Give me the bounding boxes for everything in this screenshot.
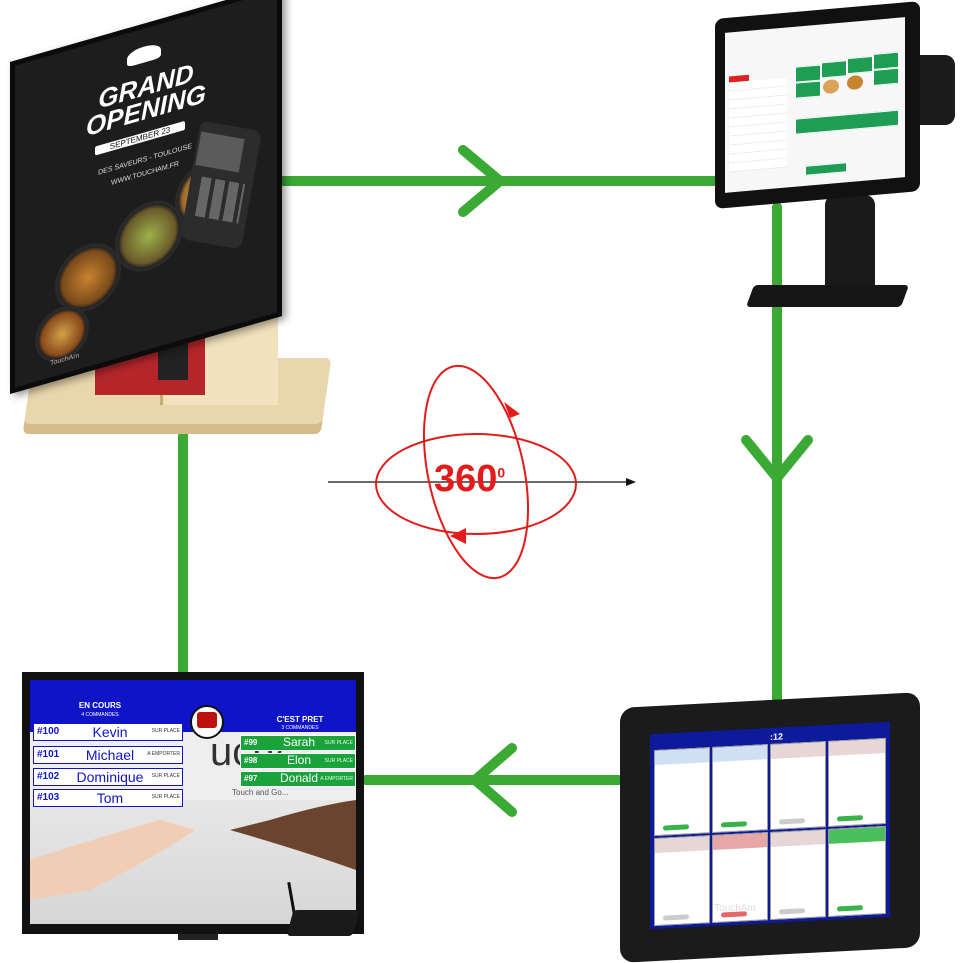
- pos-pay-button: [805, 162, 847, 176]
- order-service-type: A EMPORTER: [320, 776, 353, 782]
- rotation-axis-arrowhead: [626, 478, 636, 486]
- order-service-type: SUR PLACE: [151, 728, 180, 734]
- pos-menu-button: [821, 60, 847, 79]
- order-ready-row: #98 Elon SUR PLACE: [240, 753, 356, 769]
- kds-order-ticket: [712, 744, 768, 834]
- tv-tagline: Touch and Go...: [232, 788, 289, 797]
- order-service-type: SUR PLACE: [151, 794, 180, 800]
- order-number: #102: [37, 771, 60, 782]
- order-customer-name: Michael: [85, 747, 135, 763]
- kds-clock: :12: [770, 731, 784, 742]
- chef-hat-icon: [127, 41, 161, 68]
- order-customer-name: Elon: [286, 753, 312, 767]
- arrowhead-left: [470, 743, 517, 817]
- rotation-ring-horizontal: [375, 433, 577, 535]
- pos-screen: [725, 17, 905, 193]
- pos-menu-button: [795, 80, 821, 99]
- pos-product-image: [847, 74, 863, 91]
- order-number: #97: [244, 774, 258, 783]
- pos-menu-button: [847, 55, 873, 75]
- arrowhead-down: [741, 435, 813, 483]
- order-in-progress-row: #100 Kevin SUR PLACE: [33, 723, 183, 741]
- rotation-ring-vertical: [422, 364, 530, 580]
- rotation-label-degree: 0: [497, 464, 506, 481]
- order-customer-name: Sarah: [282, 735, 316, 749]
- tv-brand-logo-mark: [197, 712, 217, 728]
- order-service-type: SUR PLACE: [324, 740, 353, 746]
- rotation-label-value: 360: [434, 458, 498, 500]
- arrowhead-right: [458, 145, 505, 217]
- order-in-progress-row: #102 Dominique SUR PLACE: [33, 768, 183, 786]
- pos-stand-foot: [745, 285, 910, 307]
- order-number: #99: [244, 738, 258, 747]
- order-customer-name: Donald: [279, 771, 319, 785]
- pos-product-image: [823, 78, 839, 95]
- order-ready-row: #99 Sarah SUR PLACE: [240, 735, 356, 751]
- kds-order-ticket: [654, 747, 710, 837]
- pos-order-list: [729, 77, 787, 173]
- order-customer-name: Dominique: [76, 769, 144, 785]
- food-dish-image: [115, 192, 183, 280]
- tv-ready-count: 3 COMMANDES: [281, 725, 319, 731]
- tv-ready-title: C'EST PRET: [276, 715, 324, 724]
- payment-terminal-screen: [195, 131, 245, 173]
- kds-order-ticket: [828, 825, 886, 917]
- rotation-arrowhead-top: [504, 402, 520, 418]
- hands-illustration: [30, 800, 356, 900]
- order-customer-name: Tom: [96, 790, 124, 806]
- order-number: #98: [244, 756, 258, 765]
- order-in-progress-row: #101 Michael A EMPORTER: [33, 746, 183, 764]
- order-number: #103: [37, 792, 60, 803]
- order-service-type: SUR PLACE: [324, 758, 353, 764]
- order-ready-row: #97 Donald A EMPORTER: [240, 771, 356, 787]
- tv-background-image: [30, 800, 356, 924]
- rotation-arrowhead-bottom: [450, 528, 466, 544]
- kds-order-ticket: [828, 737, 886, 827]
- order-in-progress-row: #103 Tom SUR PLACE: [33, 789, 183, 807]
- rotation-label: 3600: [434, 458, 505, 501]
- kds-brand: TouchAm: [714, 903, 756, 914]
- tv-stand: [178, 934, 218, 940]
- kds-order-ticket: [770, 741, 826, 830]
- payment-terminal-keypad: [194, 176, 246, 224]
- order-number: #101: [37, 749, 60, 760]
- tv-in-progress-count: 4 COMMANDES: [81, 712, 119, 718]
- pos-menu-button: [795, 109, 899, 135]
- order-number: #100: [37, 726, 60, 737]
- order-service-type: A EMPORTER: [147, 751, 180, 757]
- kds-screen: :12: [650, 721, 890, 930]
- tv-in-progress-title: EN COURS: [78, 701, 122, 710]
- pos-menu-button: [873, 67, 899, 86]
- media-box: [286, 910, 360, 936]
- kds-order-ticket: [770, 829, 826, 920]
- order-service-type: SUR PLACE: [151, 773, 180, 779]
- order-customer-name: Kevin: [92, 724, 128, 740]
